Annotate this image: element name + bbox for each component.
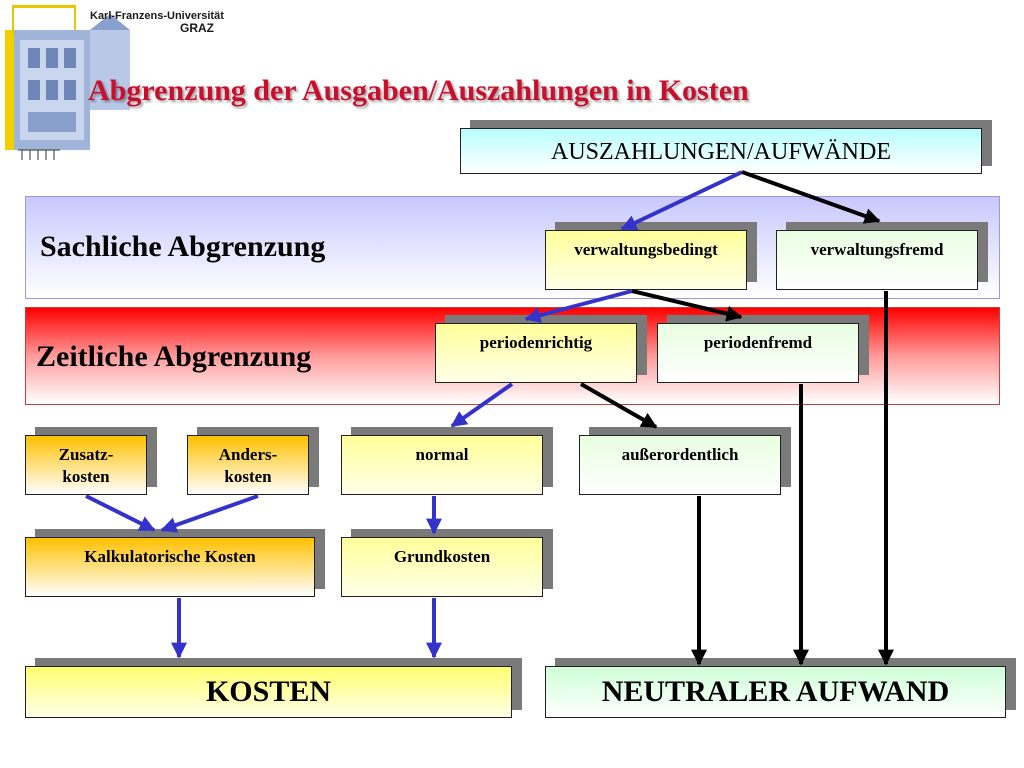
university-logo: Karl-Franzens-Universität GRAZ bbox=[0, 0, 240, 175]
box-periodenfremd: periodenfremd bbox=[657, 323, 859, 383]
arrow-auszahlungen-to-verwaltungsfremd bbox=[741, 170, 881, 224]
box-label-line2: kosten bbox=[224, 467, 272, 486]
box-label: AUSZAHLUNGEN/AUFWÄNDE bbox=[551, 139, 891, 165]
box-label: normal bbox=[415, 445, 469, 464]
box-kosten: KOSTEN bbox=[25, 666, 512, 718]
box-zusatzkosten: Zusatz- kosten bbox=[25, 435, 147, 495]
box-neutraler-aufwand: NEUTRALER AUFWAND bbox=[545, 666, 1006, 718]
band-label-zeitlich: Zeitliche Abgrenzung bbox=[36, 340, 312, 373]
box-label: verwaltungsfremd bbox=[810, 240, 944, 259]
box-verwaltungsbedingt: verwaltungsbedingt bbox=[545, 230, 747, 290]
arrow-periodenrichtig-to-normal bbox=[450, 382, 514, 428]
arrow-zusatzkosten-to-kalkulatorische bbox=[85, 494, 156, 532]
box-anderskosten: Anders- kosten bbox=[187, 435, 309, 495]
box-label: Grundkosten bbox=[393, 547, 491, 566]
university-city: GRAZ bbox=[180, 21, 214, 35]
box-periodenrichtig: periodenrichtig bbox=[435, 323, 637, 383]
university-name: Karl-Franzens-Universität bbox=[90, 10, 224, 22]
box-label-line1: Anders- bbox=[218, 445, 278, 464]
arrow-periodenrichtig-to-ausserordentlich bbox=[580, 382, 658, 429]
box-grundkosten: Grundkosten bbox=[341, 537, 543, 597]
university-building-emblem bbox=[5, 5, 130, 160]
box-label: verwaltungsbedingt bbox=[574, 240, 718, 259]
box-label-line2: kosten bbox=[62, 467, 110, 486]
arrow-verwaltungsbedingt-to-periodenrichtig bbox=[524, 289, 633, 324]
box-label: außerordentlich bbox=[621, 445, 739, 464]
box-normal: normal bbox=[341, 435, 543, 495]
box-kalkulatorische-kosten: Kalkulatorische Kosten bbox=[25, 537, 315, 597]
box-label-line1: Zusatz- bbox=[58, 445, 114, 464]
box-verwaltungsfremd: verwaltungsfremd bbox=[776, 230, 978, 290]
arrow-auszahlungen-to-verwaltungsbedingt bbox=[620, 170, 743, 231]
arrow-verwaltungsbedingt-to-periodenfremd bbox=[631, 289, 743, 322]
box-label: periodenrichtig bbox=[479, 333, 593, 352]
box-ausserordentlich: außerordentlich bbox=[579, 435, 781, 495]
arrow-anderskosten-to-kalkulatorische bbox=[160, 494, 259, 533]
band-label-sachlich: Sachliche Abgrenzung bbox=[40, 230, 326, 263]
box-label: KOSTEN bbox=[205, 675, 332, 708]
box-label: Kalkulatorische Kosten bbox=[84, 547, 256, 566]
box-label: NEUTRALER AUFWAND bbox=[601, 675, 950, 708]
box-auszahlungen-aufwaende: AUSZAHLUNGEN/AUFWÄNDE bbox=[460, 128, 982, 174]
box-label: periodenfremd bbox=[703, 333, 813, 352]
page-title: Abgrenzung der Ausgaben/Auszahlungen in … bbox=[88, 74, 749, 107]
